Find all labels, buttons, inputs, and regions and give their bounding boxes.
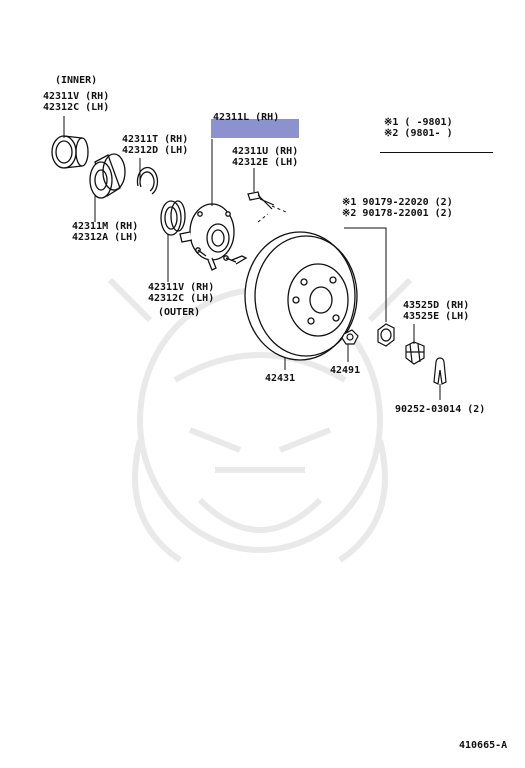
label-cotter-pin: 90252-03014 (2)	[395, 404, 486, 415]
label-inner-heading: (INNER)	[55, 75, 98, 86]
label-snap-ring: 42311T (RH) 42312D (LH)	[122, 134, 189, 156]
cotter-pin	[433, 357, 447, 385]
bolt-dashed-guide	[257, 205, 287, 223]
brake-disc	[244, 231, 358, 361]
label-hub-bolt: 42311U (RH) 42312E (LH)	[232, 146, 299, 168]
label-hub-cap: 43525D (RH) 43525E (LH)	[403, 300, 470, 322]
lock-nut	[377, 323, 395, 347]
hub-bolt	[247, 191, 275, 210]
label-disc-nut: 42491	[330, 365, 361, 376]
axle-hub	[179, 203, 248, 271]
footer-code: 410665-A	[459, 740, 508, 751]
label-bearing: 42311M (RH) 42312A (LH)	[72, 221, 139, 243]
hub-bearing	[89, 153, 126, 199]
disc-nut	[341, 329, 359, 345]
inner-oil-seal	[51, 135, 89, 169]
highlight-box	[211, 119, 299, 138]
label-outer-heading: (OUTER)	[158, 307, 201, 318]
legend: ※1 ( -9801) ※2 (9801- )	[384, 117, 453, 139]
leader-stud	[344, 227, 387, 322]
label-outer-seal: 42311V (RH) 42312C (LH)	[148, 282, 215, 304]
legend-row-2: ※2 (9801- )	[384, 128, 453, 139]
label-hub: 42311L (RH)	[213, 112, 280, 123]
legend-row-1: ※1 ( -9801)	[384, 117, 453, 128]
label-stud: ※1 90179-22020 (2) ※2 90178-22001 (2)	[342, 197, 453, 219]
legend-divider	[380, 152, 493, 153]
outer-oil-seal	[160, 200, 186, 236]
snap-ring	[136, 166, 159, 195]
label-brake-disc: 42431	[265, 373, 296, 384]
label-inner-seal: 42311V (RH) 42312C (LH)	[43, 91, 110, 113]
hub-nut-cap	[405, 341, 425, 365]
